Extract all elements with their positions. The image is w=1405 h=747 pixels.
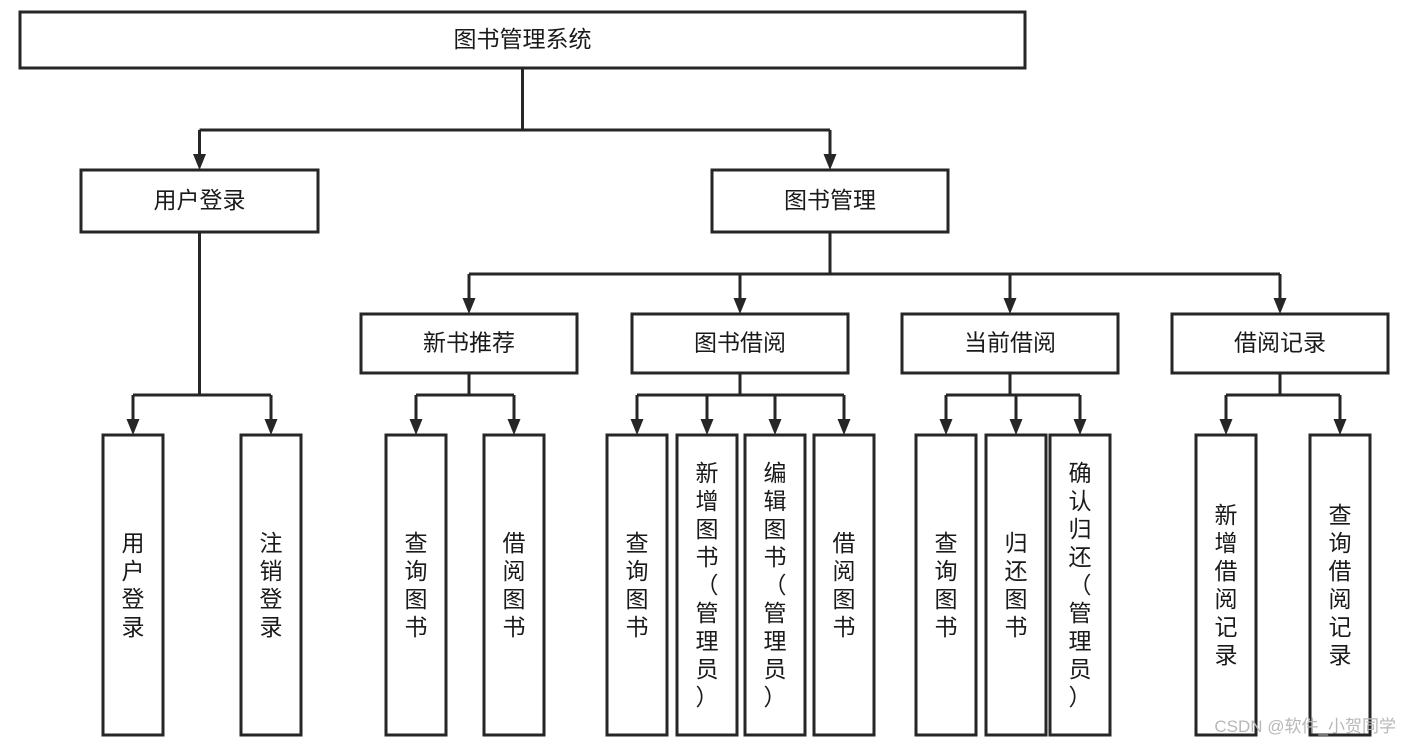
node-new-book-rec[interactable]: 新书推荐 <box>359 312 579 375</box>
node-box-leaf-edit-book[interactable] <box>743 433 807 737</box>
node-leaf-return-book[interactable]: 归还图书 <box>984 433 1048 737</box>
node-label-leaf-add-record: 新增借阅记录 <box>1215 502 1238 668</box>
node-box-leaf-query-book-2[interactable] <box>605 433 669 737</box>
watermark-label: CSDN @软件_小贺同学 <box>1214 717 1396 736</box>
node-box-root[interactable] <box>18 10 1027 70</box>
node-leaf-query-book-2[interactable]: 查询图书 <box>605 433 669 737</box>
arrow-head-icon <box>939 419 953 435</box>
node-leaf-borrow-book-2[interactable]: 借阅图书 <box>812 433 876 737</box>
arrow-head-icon <box>1219 419 1233 435</box>
arrow-head-icon <box>837 419 851 435</box>
node-label-leaf-query-book-3: 查询图书 <box>935 530 958 640</box>
node-leaf-query-book-3[interactable]: 查询图书 <box>914 433 978 737</box>
node-box-leaf-user-login[interactable] <box>101 433 165 737</box>
arrow-head-icon <box>1073 419 1087 435</box>
node-box-leaf-borrow-book-1[interactable] <box>482 433 546 737</box>
node-label-leaf-edit-book: 编辑图书（管理员） <box>764 460 787 710</box>
node-box-leaf-query-book-3[interactable] <box>914 433 978 737</box>
node-label-leaf-return-book: 归还图书 <box>1005 530 1028 640</box>
arrow-head-icon <box>1333 419 1347 435</box>
node-label-book-manage: 图书管理 <box>784 187 876 213</box>
node-label-leaf-query-book-1: 查询图书 <box>405 530 428 640</box>
node-box-leaf-borrow-book-2[interactable] <box>812 433 876 737</box>
arrow-head-icon <box>823 154 837 170</box>
arrow-head-icon <box>126 419 140 435</box>
node-label-leaf-user-login: 用户登录 <box>122 530 145 640</box>
node-label-leaf-borrow-book-2: 借阅图书 <box>833 530 856 640</box>
node-layer: 图书管理系统用户登录图书管理新书推荐图书借阅当前借阅借阅记录用户登录注销登录查询… <box>18 10 1390 737</box>
node-box-leaf-confirm-return[interactable] <box>1048 433 1112 737</box>
node-label-root: 图书管理系统 <box>454 26 592 52</box>
node-root[interactable]: 图书管理系统 <box>18 10 1027 70</box>
node-label-leaf-query-book-2: 查询图书 <box>626 530 649 640</box>
node-box-leaf-query-book-1[interactable] <box>384 433 448 737</box>
node-leaf-edit-book[interactable]: 编辑图书（管理员） <box>743 433 807 737</box>
node-box-current-borrow[interactable] <box>900 312 1120 375</box>
node-box-leaf-return-book[interactable] <box>984 433 1048 737</box>
node-label-leaf-confirm-return: 确认归还（管理员） <box>1069 460 1092 710</box>
node-leaf-query-record[interactable]: 查询借阅记录 <box>1308 433 1372 737</box>
node-label-borrow-record: 借阅记录 <box>1234 330 1326 356</box>
node-leaf-logout[interactable]: 注销登录 <box>239 433 303 737</box>
arrow-head-icon <box>1003 298 1017 314</box>
node-label-leaf-logout: 注销登录 <box>260 530 283 640</box>
arrow-head-icon <box>630 419 644 435</box>
node-leaf-borrow-book-1[interactable]: 借阅图书 <box>482 433 546 737</box>
node-leaf-user-login[interactable]: 用户登录 <box>101 433 165 737</box>
node-leaf-add-book[interactable]: 新增图书（管理员） <box>675 433 739 737</box>
node-label-leaf-borrow-book-1: 借阅图书 <box>503 530 526 640</box>
node-label-new-book-rec: 新书推荐 <box>423 330 515 356</box>
node-label-user-login: 用户登录 <box>154 187 246 213</box>
arrow-head-icon <box>264 419 278 435</box>
arrow-head-icon <box>1273 298 1287 314</box>
node-user-login[interactable]: 用户登录 <box>79 168 320 234</box>
node-box-leaf-add-book[interactable] <box>675 433 739 737</box>
node-leaf-query-book-1[interactable]: 查询图书 <box>384 433 448 737</box>
node-label-leaf-query-record: 查询借阅记录 <box>1329 502 1352 668</box>
arrow-head-icon <box>733 298 747 314</box>
node-book-manage[interactable]: 图书管理 <box>710 168 950 234</box>
arrow-head-icon <box>507 419 521 435</box>
node-book-borrow[interactable]: 图书借阅 <box>630 312 850 375</box>
arrow-head-icon <box>1009 419 1023 435</box>
node-box-book-borrow[interactable] <box>630 312 850 375</box>
node-label-leaf-add-book: 新增图书（管理员） <box>696 460 719 710</box>
node-box-leaf-query-record[interactable] <box>1308 433 1372 737</box>
arrow-head-icon <box>462 298 476 314</box>
node-label-book-borrow: 图书借阅 <box>694 330 786 356</box>
connector-layer <box>126 68 1347 435</box>
arrow-head-icon <box>700 419 714 435</box>
node-leaf-add-record[interactable]: 新增借阅记录 <box>1194 433 1258 737</box>
node-box-book-manage[interactable] <box>710 168 950 234</box>
node-current-borrow[interactable]: 当前借阅 <box>900 312 1120 375</box>
node-box-new-book-rec[interactable] <box>359 312 579 375</box>
node-leaf-confirm-return[interactable]: 确认归还（管理员） <box>1048 433 1112 737</box>
arrow-head-icon <box>409 419 423 435</box>
node-box-leaf-add-record[interactable] <box>1194 433 1258 737</box>
arrow-head-icon <box>193 154 206 170</box>
node-box-leaf-logout[interactable] <box>239 433 303 737</box>
node-box-borrow-record[interactable] <box>1170 312 1390 375</box>
node-box-user-login[interactable] <box>79 168 320 234</box>
node-label-current-borrow: 当前借阅 <box>964 330 1056 356</box>
arrow-head-icon <box>768 419 782 435</box>
node-borrow-record[interactable]: 借阅记录 <box>1170 312 1390 375</box>
